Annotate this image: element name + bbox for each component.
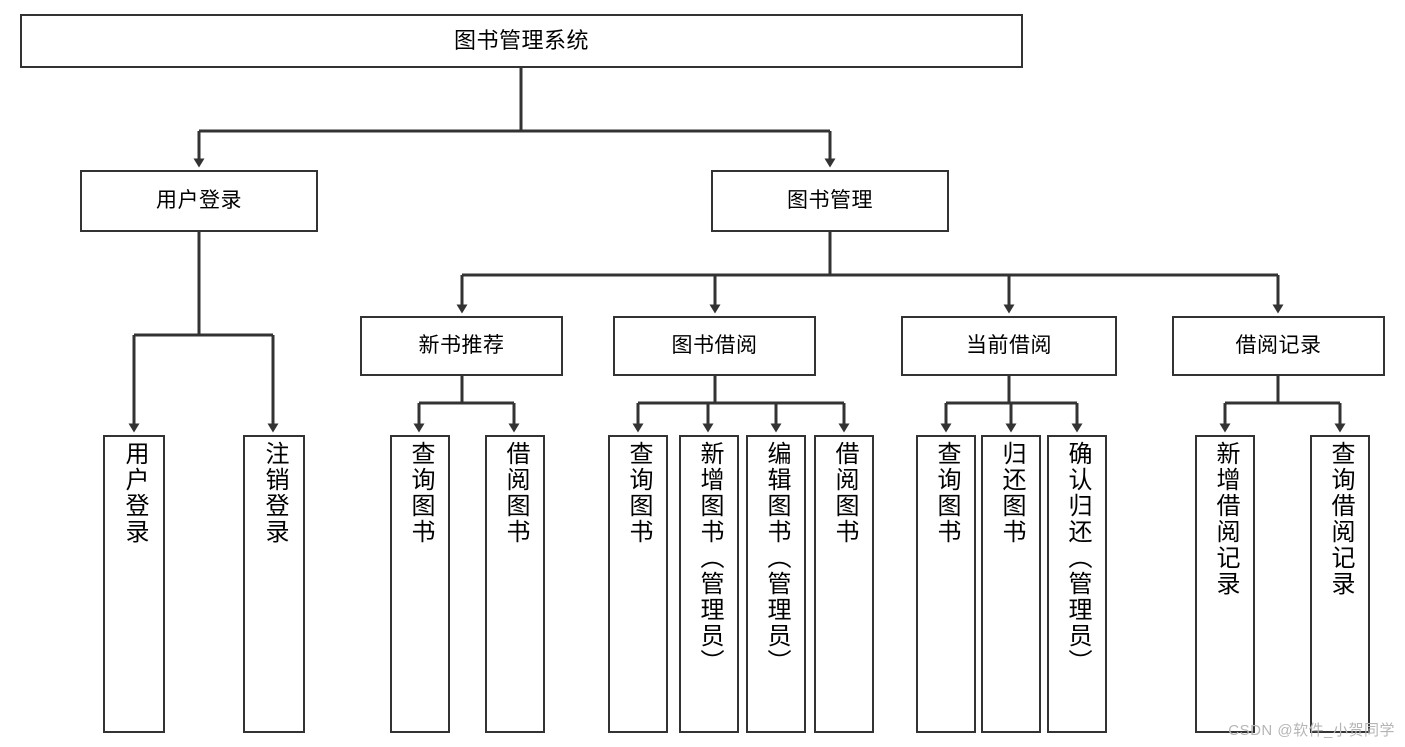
node-book-manage[interactable]: 图书管理 bbox=[711, 170, 949, 232]
leaf-user-login[interactable]: 用户登录 bbox=[103, 435, 165, 733]
leaf-query-book-a[interactable]: 查询图书 bbox=[390, 435, 450, 733]
node-current-borrow-label: 当前借阅 bbox=[966, 333, 1052, 357]
leaf-logout-label: 注销登录 bbox=[261, 441, 288, 545]
leaf-query-book-c[interactable]: 查询图书 bbox=[916, 435, 976, 733]
leaf-edit-book[interactable]: 编辑图书（管理员） bbox=[746, 435, 806, 733]
node-book-borrow-label: 图书借阅 bbox=[671, 333, 758, 357]
leaf-borrow-book-b-label: 借阅图书 bbox=[831, 441, 858, 545]
node-book-manage-label: 图书管理 bbox=[787, 188, 873, 212]
leaf-return-book-label: 归还图书 bbox=[998, 441, 1025, 545]
watermark: CSDN @软件_小贺同学 bbox=[1228, 722, 1395, 739]
leaf-confirm-return-label: 确认归还（管理员） bbox=[1064, 441, 1091, 675]
leaf-add-book-label: 新增图书（管理员） bbox=[696, 441, 723, 675]
leaf-add-book[interactable]: 新增图书（管理员） bbox=[679, 435, 739, 733]
leaf-query-record-label: 查询借阅记录 bbox=[1327, 441, 1354, 597]
leaf-query-record[interactable]: 查询借阅记录 bbox=[1310, 435, 1370, 733]
leaf-query-book-c-label: 查询图书 bbox=[933, 441, 960, 545]
leaf-user-login-label: 用户登录 bbox=[121, 441, 148, 545]
leaf-add-record[interactable]: 新增借阅记录 bbox=[1195, 435, 1255, 733]
node-borrow-record[interactable]: 借阅记录 bbox=[1172, 316, 1385, 376]
leaf-borrow-book-a[interactable]: 借阅图书 bbox=[485, 435, 545, 733]
node-new-book-recommend[interactable]: 新书推荐 bbox=[360, 316, 563, 376]
node-current-borrow[interactable]: 当前借阅 bbox=[901, 316, 1117, 376]
leaf-query-book-b-label: 查询图书 bbox=[625, 441, 652, 545]
node-user-login-label: 用户登录 bbox=[156, 188, 242, 212]
leaf-edit-book-label: 编辑图书（管理员） bbox=[763, 441, 790, 675]
node-user-login[interactable]: 用户登录 bbox=[80, 170, 318, 232]
leaf-logout[interactable]: 注销登录 bbox=[243, 435, 305, 733]
leaf-borrow-book-a-label: 借阅图书 bbox=[502, 441, 529, 545]
leaf-query-book-a-label: 查询图书 bbox=[407, 441, 434, 545]
node-root[interactable]: 图书管理系统 bbox=[20, 14, 1023, 68]
leaf-return-book[interactable]: 归还图书 bbox=[981, 435, 1041, 733]
leaf-query-book-b[interactable]: 查询图书 bbox=[608, 435, 668, 733]
node-root-label: 图书管理系统 bbox=[453, 28, 589, 54]
leaf-confirm-return[interactable]: 确认归还（管理员） bbox=[1047, 435, 1107, 733]
node-borrow-record-label: 借阅记录 bbox=[1235, 333, 1322, 357]
leaf-borrow-book-b[interactable]: 借阅图书 bbox=[814, 435, 874, 733]
leaf-add-record-label: 新增借阅记录 bbox=[1212, 441, 1239, 597]
node-new-book-recommend-label: 新书推荐 bbox=[418, 333, 505, 357]
node-book-borrow[interactable]: 图书借阅 bbox=[613, 316, 816, 376]
